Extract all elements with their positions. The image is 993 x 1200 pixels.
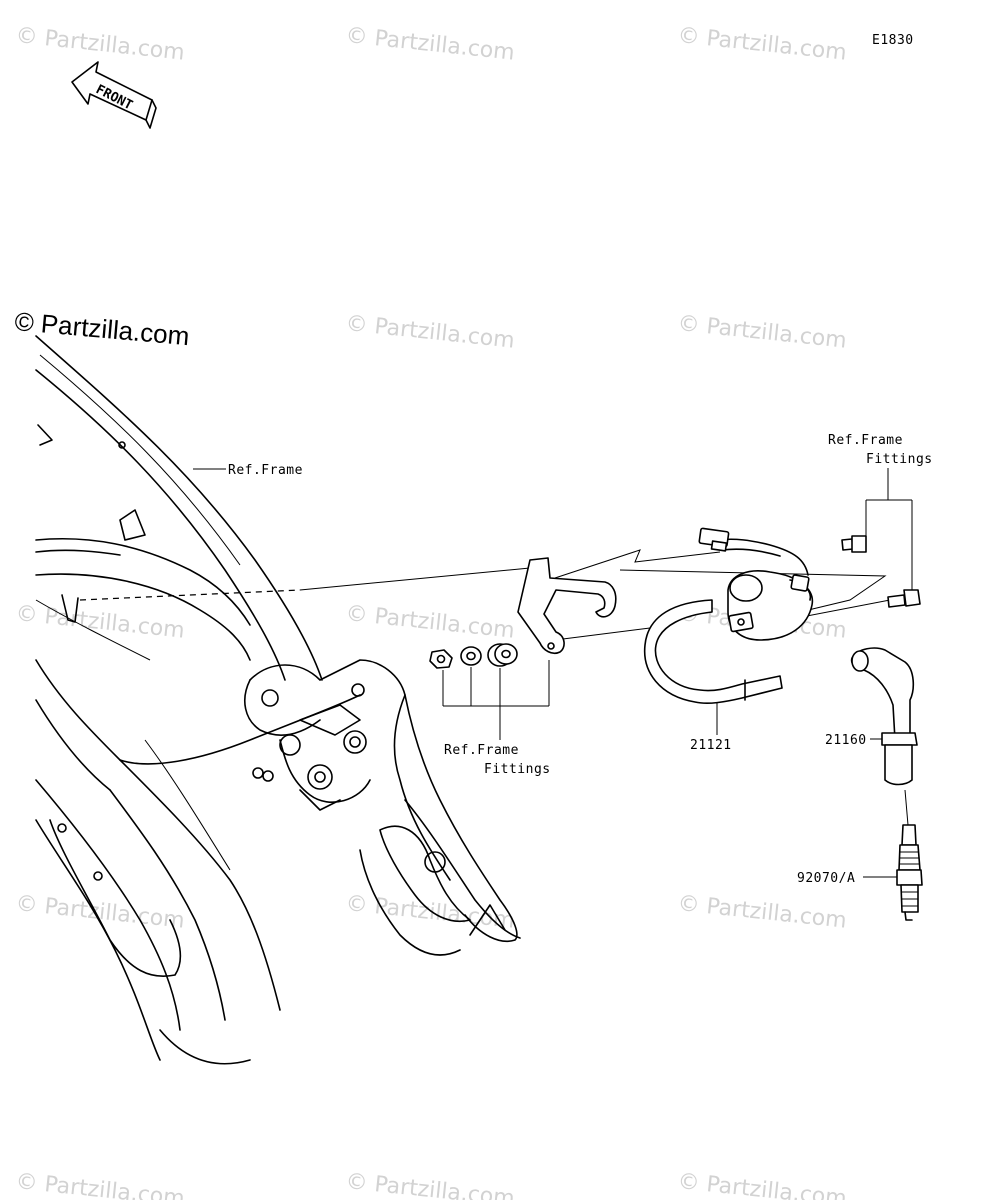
callout-ref-fittings-line2: Fittings bbox=[866, 452, 933, 467]
callout-part-21121: 21121 bbox=[690, 738, 732, 753]
callout-ref-fittings-mid-line2: Fittings bbox=[484, 762, 551, 777]
watermark: © Partzilla.com bbox=[676, 891, 847, 934]
fasteners-set bbox=[429, 643, 518, 669]
diagram-code: E1830 bbox=[872, 33, 914, 48]
bolt-icon bbox=[887, 589, 921, 608]
callout-ref-frame: Ref.Frame bbox=[228, 463, 303, 478]
collar-icon bbox=[487, 643, 518, 667]
callout-part-21160: 21160 bbox=[825, 733, 867, 748]
watermark: © Partzilla.com bbox=[344, 601, 515, 644]
watermark: © Partzilla.com bbox=[344, 1169, 515, 1200]
frame-drawing bbox=[35, 335, 521, 1065]
callouts: Ref.Frame Ref.Frame Fittings Ref.Frame F… bbox=[193, 433, 933, 886]
mounting-bracket bbox=[517, 557, 617, 655]
watermark: © Partzilla.com bbox=[676, 23, 847, 66]
ignition-coil bbox=[643, 527, 814, 735]
callout-part-92070A: 92070/A bbox=[797, 871, 855, 886]
watermark: © Partzilla.com bbox=[344, 311, 515, 354]
watermark: © Partzilla.com bbox=[344, 891, 515, 934]
watermark: © Partzilla.com bbox=[14, 23, 185, 66]
washer-icon bbox=[460, 646, 482, 666]
callout-ref-fittings-mid-line1: Ref.Frame bbox=[444, 743, 519, 758]
watermark-layer: © Partzilla.com © Partzilla.com © Partzi… bbox=[14, 23, 847, 1200]
watermark: © Partzilla.com bbox=[14, 891, 185, 934]
brand-logo: © Partzilla.com bbox=[13, 306, 190, 351]
callout-ref-fittings-line1: Ref.Frame bbox=[828, 433, 903, 448]
watermark: © Partzilla.com bbox=[676, 1169, 847, 1200]
spark-plug-cap bbox=[850, 647, 918, 786]
watermark: © Partzilla.com bbox=[14, 1169, 185, 1200]
watermark: © Partzilla.com bbox=[14, 601, 185, 644]
front-arrow-icon: FRONT bbox=[71, 61, 157, 129]
spark-plug bbox=[896, 789, 923, 921]
bolt-icon bbox=[841, 535, 867, 553]
watermark: © Partzilla.com bbox=[676, 311, 847, 354]
nut-icon bbox=[429, 649, 453, 669]
watermark: © Partzilla.com bbox=[344, 23, 515, 66]
